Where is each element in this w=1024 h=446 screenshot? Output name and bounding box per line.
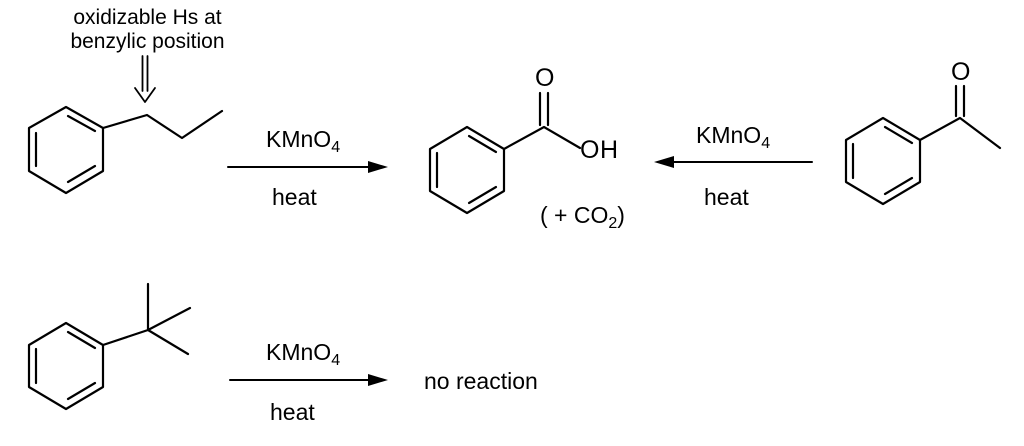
aromatic-double-bonds xyxy=(34,114,97,184)
aromatic-double-bonds xyxy=(851,125,914,196)
co2-byproduct-label: ( + CO2) xyxy=(540,202,625,232)
condition-label-3: heat xyxy=(270,399,315,425)
benzene-ring xyxy=(428,125,506,215)
condition-label-1: heat xyxy=(272,184,317,210)
reaction-arrow-2 xyxy=(654,156,813,168)
propyl-chain xyxy=(101,109,224,140)
annotation-line-1: oxidizable Hs at xyxy=(73,6,222,29)
condition-label-2: heat xyxy=(704,184,749,210)
annotation-arrow xyxy=(134,55,156,103)
benzene-ring xyxy=(27,321,105,411)
reaction-arrow-3 xyxy=(229,374,388,386)
benzene-ring xyxy=(844,116,922,206)
aromatic-double-bonds xyxy=(435,134,498,205)
benzylic-annotation: oxidizable Hs at benzylic position xyxy=(60,6,235,54)
acetyl-bonds xyxy=(918,84,1002,150)
reagent-label-1: KMnO4 xyxy=(266,126,341,156)
ketone-oxygen-atom: O xyxy=(951,58,971,86)
reaction-arrow-1 xyxy=(227,161,388,173)
benzene-ring xyxy=(27,105,105,195)
carboxyl-bonds xyxy=(502,91,582,151)
no-reaction-label: no reaction xyxy=(424,368,538,394)
tert-butylbenzene-structure xyxy=(27,282,192,411)
aromatic-double-bonds xyxy=(34,330,97,401)
hydroxyl-hydrogen-atom: H xyxy=(600,136,619,164)
hydroxyl-oxygen-atom: O xyxy=(580,136,600,164)
carbonyl-oxygen-atom: O xyxy=(535,64,555,92)
reagent-label-2: KMnO4 xyxy=(696,122,771,152)
reagent-label-3: KMnO4 xyxy=(266,339,341,369)
acetophenone-structure xyxy=(844,84,1002,206)
annotation-line-2: benzylic position xyxy=(70,30,225,53)
benzoic-acid-structure xyxy=(428,91,582,215)
propylbenzene-structure xyxy=(27,105,224,195)
tert-butyl-bonds xyxy=(101,282,192,356)
